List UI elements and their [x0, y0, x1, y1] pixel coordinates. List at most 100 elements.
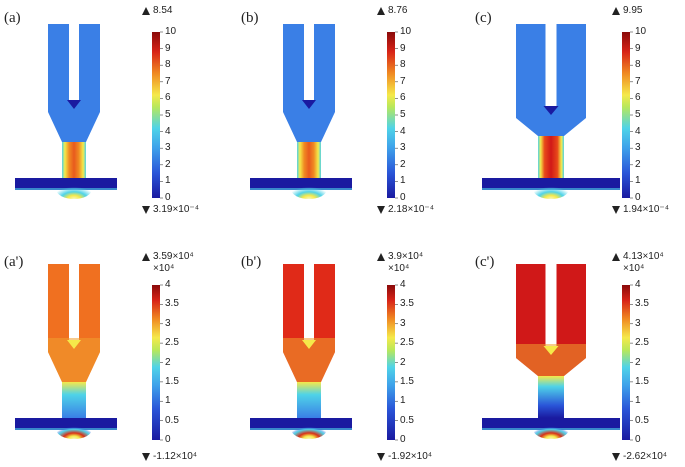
field-c2-scale-label: ×10⁴: [623, 263, 645, 274]
field-c2-tick-label: 2.5: [635, 337, 649, 349]
field-b2-tick-label: 1.5: [400, 375, 414, 387]
field-b2-jet: [297, 382, 321, 418]
field-c2-max-label: 4.13×10⁴: [623, 251, 664, 262]
field-a-tick-label: 10: [165, 26, 177, 37]
field-a2-tick-label: 2: [165, 356, 171, 368]
field-b-fork: [283, 24, 335, 142]
field-b2-max-label: 3.9×10⁴: [388, 251, 424, 262]
max-triangle-icon: [142, 7, 150, 15]
field-c2-tick-label: 1: [635, 395, 641, 407]
panel-label-b2: (b'): [241, 254, 262, 270]
field-c2-fork-band: [516, 344, 586, 376]
field-b2-tick-label: 3.5: [400, 298, 414, 310]
field-a-tick-label: 0: [165, 192, 171, 203]
field-b-max-label: 8.76: [388, 5, 408, 16]
field-a2-min-label: -1.12×10⁴: [153, 451, 198, 462]
field-a-tick-label: 3: [165, 142, 171, 154]
panel-label-c2: (c'): [475, 254, 495, 270]
max-triangle-icon: [612, 7, 620, 15]
field-b-tick-label: 7: [400, 75, 406, 87]
field-a2-tick-label: 1.5: [165, 375, 179, 387]
max-triangle-icon: [377, 253, 385, 261]
field-b-tick-label: 2: [400, 158, 406, 170]
field-a2-tick-label: 0.5: [165, 414, 179, 426]
field-b-tick-label: 4: [400, 125, 406, 137]
field-c2-tick-label: 3: [635, 317, 641, 329]
field-c-tick-label: 0: [635, 192, 641, 203]
field-c2-tick-label: 1.5: [635, 375, 649, 387]
field-c2-tick-label: 0.5: [635, 414, 649, 426]
field-a2-jet: [62, 382, 86, 418]
field-a-tick-label: 8: [165, 59, 171, 71]
min-triangle-icon: [612, 453, 620, 461]
field-b-tick-label: 8: [400, 59, 406, 71]
field-b-min-label: 2.18×10⁻⁴: [388, 204, 435, 215]
field-c: [482, 7, 633, 214]
min-triangle-icon: [142, 453, 150, 461]
field-b2-fork-band: [283, 338, 335, 382]
field-b: [250, 7, 398, 214]
field-c2-jet: [538, 376, 564, 418]
field-c2-impact: [533, 419, 569, 439]
field-c-tick-label: 8: [635, 59, 641, 71]
field-b-impact: [291, 179, 327, 199]
field-b2-tick-label: 0: [400, 434, 406, 445]
field-c-tick-label: 4: [635, 125, 641, 137]
field-a2-scale-label: ×10⁴: [153, 263, 175, 274]
panel-label-c: (c): [475, 10, 492, 26]
field-a-colorbar: [152, 32, 160, 198]
field-b-tick-label: 5: [400, 109, 406, 120]
min-triangle-icon: [612, 206, 620, 214]
panel-label-b: (b): [241, 10, 259, 26]
field-b2-min-label: -1.92×10⁴: [388, 451, 433, 462]
field-a2-tick-label: 4: [165, 279, 171, 290]
field-c-tick-label: 7: [635, 75, 641, 87]
field-b2-tick-label: 3: [400, 317, 406, 329]
field-c-jet: [538, 136, 564, 178]
field-b2-tick-label: 0.5: [400, 414, 414, 426]
field-b2-impact: [291, 419, 327, 439]
field-c-tick-label: 5: [635, 109, 641, 120]
field-a-fork: [48, 24, 100, 142]
field-c-tick-label: 6: [635, 92, 641, 104]
min-triangle-icon: [142, 206, 150, 214]
field-b2-slot-tip: [302, 340, 316, 349]
field-a2-colorbar: [152, 285, 160, 440]
field-c2-slot-tip: [543, 346, 559, 355]
field-c2-min-label: -2.62×10⁴: [623, 451, 668, 462]
field-a: [15, 7, 163, 214]
field-a-max-label: 8.54: [153, 5, 173, 16]
field-b2-colorbar: [387, 285, 395, 440]
field-c-tick-label: 9: [635, 42, 641, 54]
field-c2-tick-label: 2: [635, 356, 641, 368]
field-c-tick-label: 1: [635, 175, 641, 187]
field-b2: [250, 253, 398, 461]
field-c-fork: [516, 24, 586, 136]
field-b-tick-label: 9: [400, 42, 406, 54]
field-a-tick-label: 2: [165, 158, 171, 170]
field-a-tick-label: 4: [165, 125, 171, 137]
min-triangle-icon: [377, 206, 385, 214]
field-a2-fork-band: [48, 338, 100, 382]
field-a-min-label: 3.19×10⁻⁴: [153, 204, 200, 215]
field-a2-tick-label: 1: [165, 395, 171, 407]
field-b-jet: [297, 142, 321, 178]
field-b-tick-label: 6: [400, 92, 406, 104]
field-c2-tick-label: 3.5: [635, 298, 649, 310]
field-b-slot-tip: [302, 100, 316, 109]
field-c-tick-label: 10: [635, 26, 647, 37]
field-a-tick-label: 6: [165, 92, 171, 104]
field-a-tick-label: 7: [165, 75, 171, 87]
field-c2-tick-label: 4: [635, 279, 641, 290]
field-b2-tick-label: 4: [400, 279, 406, 290]
field-b2-tick-label: 1: [400, 395, 406, 407]
max-triangle-icon: [612, 253, 620, 261]
field-c2-tick-label: 0: [635, 434, 641, 445]
field-c-tick-label: 3: [635, 142, 641, 154]
max-triangle-icon: [142, 253, 150, 261]
max-triangle-icon: [377, 7, 385, 15]
field-c-max-label: 9.95: [623, 5, 643, 16]
field-a2-tick-label: 3.5: [165, 298, 179, 310]
field-b-tick-label: 10: [400, 26, 412, 37]
